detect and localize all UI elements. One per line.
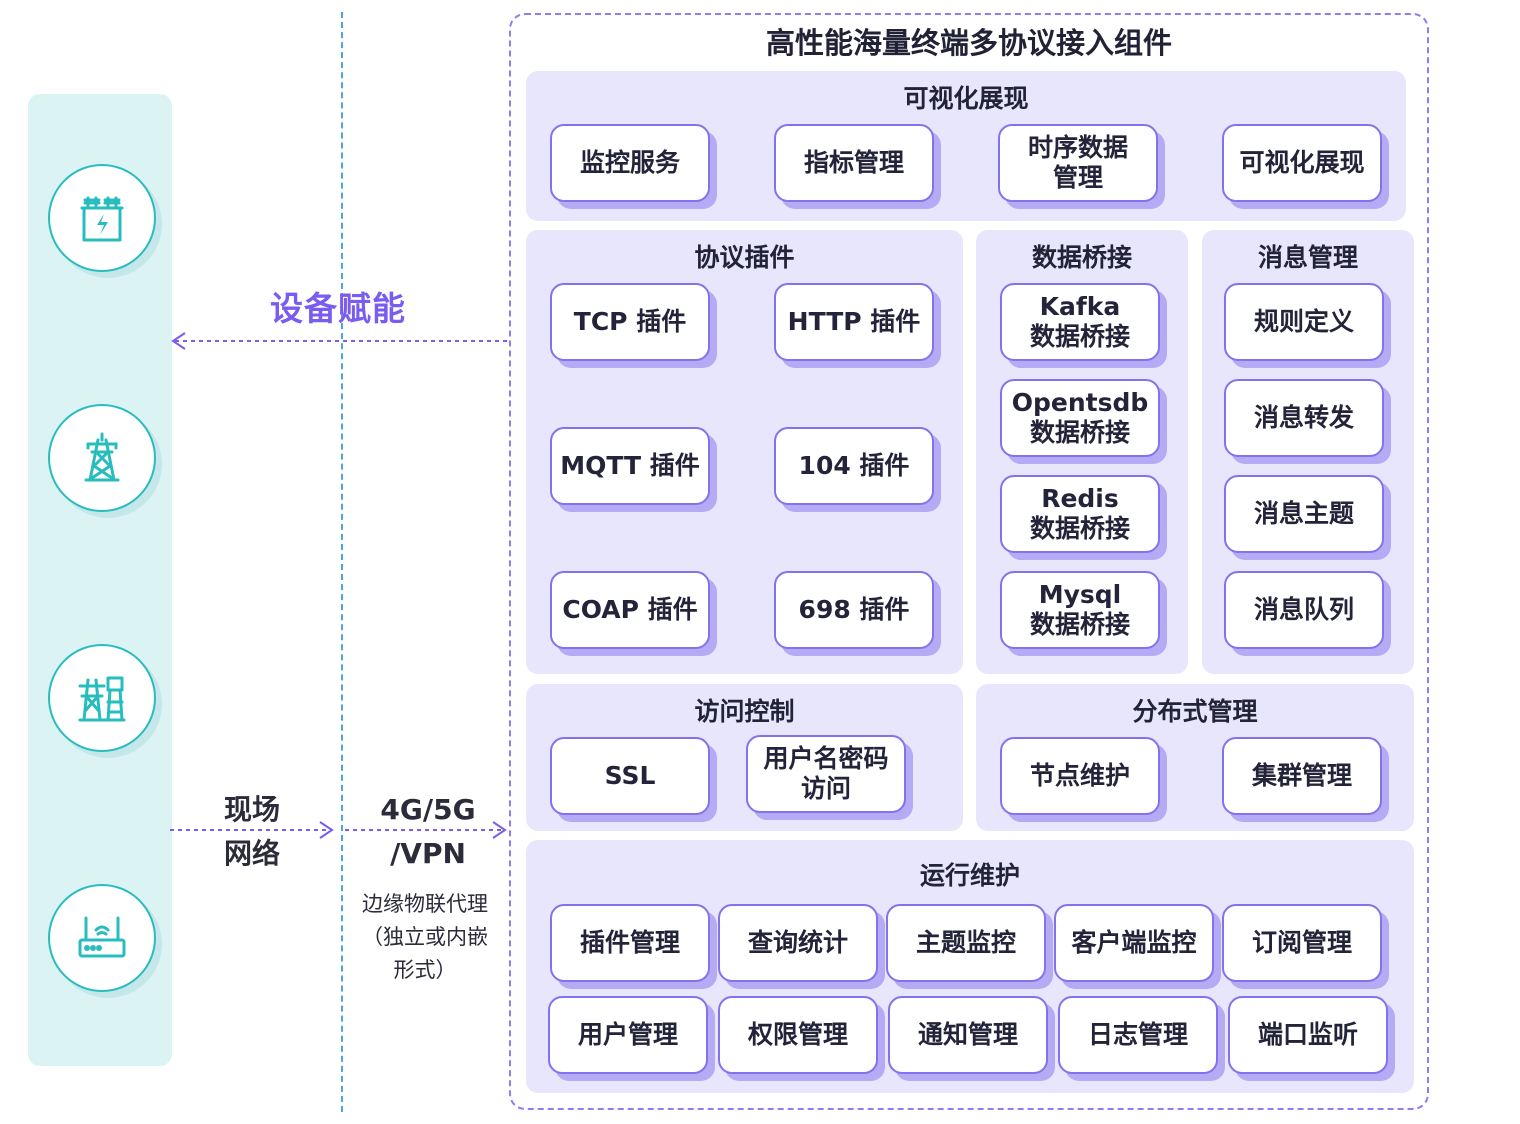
distributed-mgmt-panel: 分布式管理 节点维护 集群管理 bbox=[976, 684, 1414, 831]
ops-box[interactable]: 查询统计 bbox=[718, 904, 878, 982]
visualization-panel: 可视化展现 监控服务 指标管理 时序数据 管理 可视化展现 bbox=[526, 71, 1406, 221]
access-control-panel: 访问控制 SSL 用户名密码 访问 bbox=[526, 684, 963, 831]
message-box[interactable]: 规则定义 bbox=[1224, 283, 1384, 361]
enable-label: 设备赋能 bbox=[270, 289, 406, 328]
bridge-box[interactable]: Mysql 数据桥接 bbox=[1000, 571, 1160, 649]
access-box[interactable]: 用户名密码 访问 bbox=[746, 735, 906, 813]
message-box[interactable]: 消息主题 bbox=[1224, 475, 1384, 553]
field-network-arrow bbox=[170, 821, 334, 839]
bridge-box[interactable]: Kafka 数据桥接 bbox=[1000, 283, 1160, 361]
protocol-plugins-panel: 协议插件 TCP 插件 HTTP 插件 MQTT 插件 104 插件 COAP … bbox=[526, 230, 963, 674]
component-frame bbox=[509, 13, 1429, 1110]
bridge-box[interactable]: Opentsdb 数据桥接 bbox=[1000, 379, 1160, 457]
substation-icon bbox=[48, 164, 156, 272]
ops-box[interactable]: 日志管理 bbox=[1058, 996, 1218, 1074]
ops-box[interactable]: 端口监听 bbox=[1228, 996, 1388, 1074]
edge-proxy-label: 边缘物联代理 （独立或内嵌 形式） bbox=[362, 892, 488, 982]
data-bridge-panel: 数据桥接 Kafka 数据桥接 Opentsdb 数据桥接 Redis 数据桥接… bbox=[976, 230, 1188, 674]
ops-box[interactable]: 客户端监控 bbox=[1054, 904, 1214, 982]
operations-panel: 运行维护 插件管理 查询统计 主题监控 客户端监控 订阅管理 用户管理 权限管理… bbox=[526, 840, 1414, 1093]
ops-box[interactable]: 主题监控 bbox=[886, 904, 1046, 982]
message-mgmt-panel: 消息管理 规则定义 消息转发 消息主题 消息队列 bbox=[1202, 230, 1414, 674]
ops-box[interactable]: 用户管理 bbox=[548, 996, 708, 1074]
plugin-box[interactable]: COAP 插件 bbox=[550, 571, 710, 649]
enable-arrow bbox=[171, 332, 509, 350]
module-box[interactable]: 时序数据 管理 bbox=[998, 124, 1158, 202]
power-pylon-icon bbox=[48, 644, 156, 752]
panel-title: 运行维护 bbox=[919, 861, 1020, 890]
message-box[interactable]: 消息转发 bbox=[1224, 379, 1384, 457]
router-icon bbox=[48, 884, 156, 992]
panel-title: 消息管理 bbox=[1257, 243, 1358, 272]
plugin-box[interactable]: HTTP 插件 bbox=[774, 283, 934, 361]
plugin-box[interactable]: TCP 插件 bbox=[550, 283, 710, 361]
module-box[interactable]: 可视化展现 bbox=[1222, 124, 1382, 202]
ops-box[interactable]: 订阅管理 bbox=[1222, 904, 1382, 982]
message-box[interactable]: 消息队列 bbox=[1224, 571, 1384, 649]
panel-title: 可视化展现 bbox=[903, 84, 1029, 113]
panel-title: 协议插件 bbox=[694, 243, 795, 272]
distributed-box[interactable]: 集群管理 bbox=[1222, 737, 1382, 815]
field-network-label: 现场 网络 bbox=[223, 793, 280, 870]
ops-box[interactable]: 插件管理 bbox=[550, 904, 710, 982]
panel-title: 访问控制 bbox=[694, 697, 795, 726]
plugin-box[interactable]: 698 插件 bbox=[774, 571, 934, 649]
page-title: 高性能海量终端多协议接入组件 bbox=[765, 26, 1172, 60]
network-boundary-line bbox=[341, 12, 343, 1112]
network-arrow bbox=[345, 821, 507, 839]
plugin-box[interactable]: 104 插件 bbox=[774, 427, 934, 505]
bridge-box[interactable]: Redis 数据桥接 bbox=[1000, 475, 1160, 553]
panel-title: 分布式管理 bbox=[1132, 697, 1258, 726]
plugin-box[interactable]: MQTT 插件 bbox=[550, 427, 710, 505]
module-box[interactable]: 监控服务 bbox=[550, 124, 710, 202]
access-box[interactable]: SSL bbox=[550, 737, 710, 815]
panel-title: 数据桥接 bbox=[1031, 243, 1132, 272]
ops-box[interactable]: 通知管理 bbox=[888, 996, 1048, 1074]
transmission-tower-icon bbox=[48, 404, 156, 512]
distributed-box[interactable]: 节点维护 bbox=[1000, 737, 1160, 815]
ops-box[interactable]: 权限管理 bbox=[718, 996, 878, 1074]
network-label: 4G/5G /VPN bbox=[380, 793, 476, 870]
module-box[interactable]: 指标管理 bbox=[774, 124, 934, 202]
